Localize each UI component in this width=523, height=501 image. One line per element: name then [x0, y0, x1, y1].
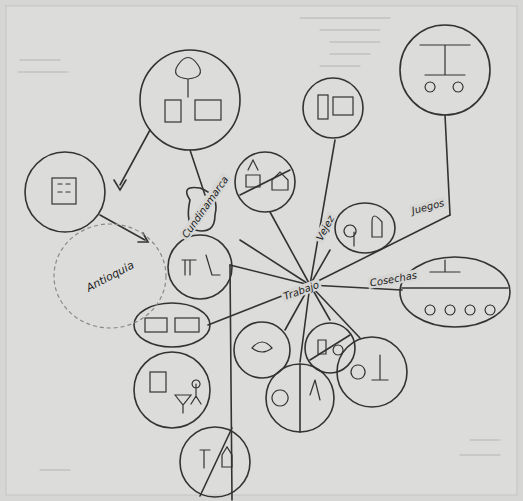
- region-name: Antioquia: [84, 258, 136, 294]
- region-blob: Antioquia: [52, 222, 168, 330]
